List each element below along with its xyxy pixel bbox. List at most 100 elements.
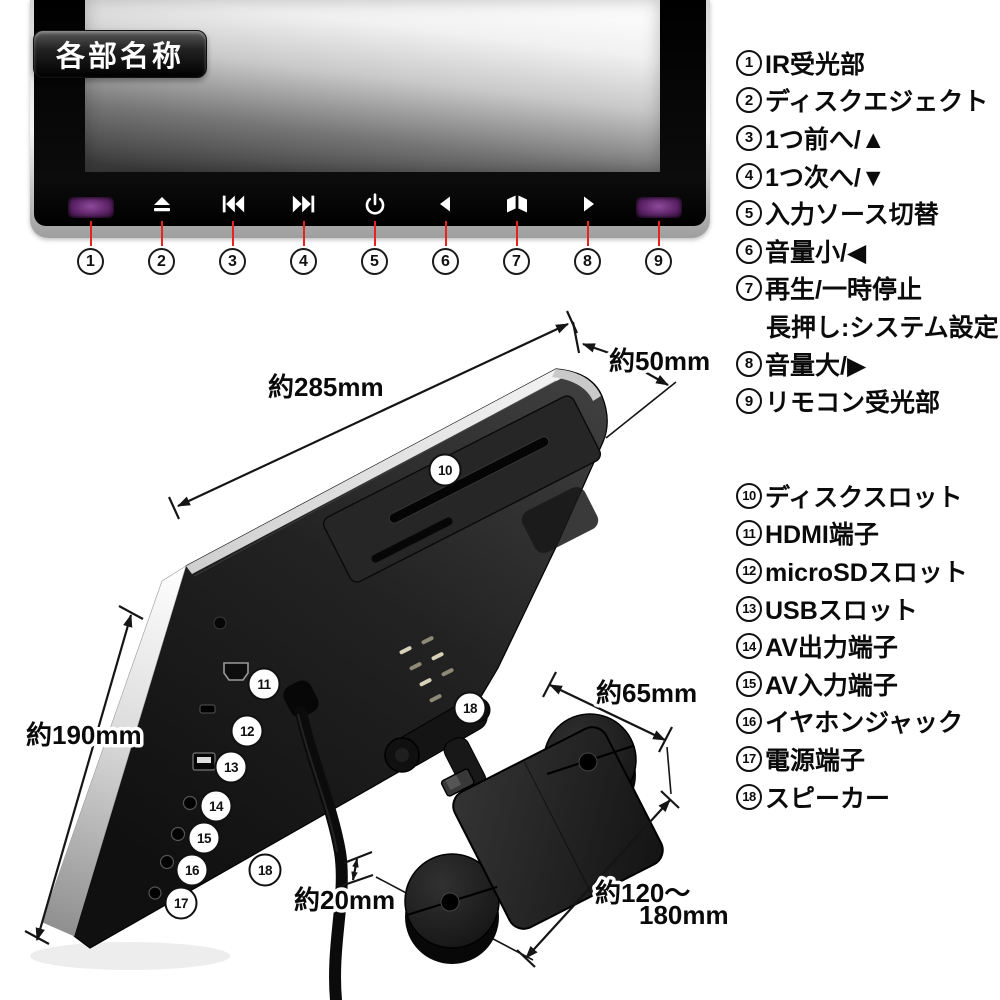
callout-2: 2: [148, 248, 175, 275]
ir-sensor-window-right: [636, 197, 682, 218]
callout-11: 11: [247, 667, 281, 701]
callout-18-left: 18: [248, 853, 282, 887]
dimension-range-1: 約120〜: [595, 878, 690, 908]
legend-label: IR受光部: [765, 50, 866, 79]
legend-item-subnote: 長押し:システム設定: [736, 307, 999, 345]
dimension-bracket-width: 約65mm: [596, 678, 697, 708]
svg-text:18: 18: [463, 701, 478, 716]
svg-text:16: 16: [185, 863, 200, 878]
previous-track-icon: [220, 192, 246, 218]
circled-number: 10: [736, 482, 762, 509]
svg-text:15: 15: [197, 831, 212, 846]
circled-number: 4: [736, 162, 762, 189]
ground-shadow: [30, 942, 230, 970]
legend-label: 電源端子: [765, 746, 866, 775]
av-in-jack: [170, 826, 186, 842]
circled-number: 18: [736, 783, 762, 810]
circled-number: 12: [736, 557, 762, 584]
legend-label: microSDスロット: [765, 558, 968, 587]
callout-8: 8: [574, 248, 601, 275]
callout-13: 13: [214, 750, 248, 784]
usb-tongue: [197, 757, 211, 763]
circled-number: 17: [736, 745, 762, 772]
legend-label: ディスクスロット: [765, 483, 963, 512]
headrest-bracket: [404, 713, 664, 964]
svg-text:17: 17: [174, 896, 188, 911]
rear-view-diagram: 約285mm 約50mm 約190mm 約65mm 約120〜 180mm 約2…: [23, 310, 732, 1000]
legend-label: AV入力端子: [765, 671, 898, 700]
circled-number: 9: [736, 388, 762, 415]
right-arrow-icon: [575, 192, 601, 218]
monitor-screen: [85, 0, 660, 172]
callout-7: 7: [503, 248, 530, 275]
svg-text:18: 18: [258, 863, 273, 878]
callout-3: 3: [219, 248, 246, 275]
ir-sensor-window-left: [68, 197, 114, 218]
svg-text:13: 13: [224, 760, 239, 775]
legend-label: 1つ前へ/▲: [765, 125, 886, 154]
legend-label: イヤホンジャック: [765, 709, 964, 738]
legend-label: HDMI端子: [765, 521, 879, 550]
circled-number: 14: [736, 633, 762, 660]
circled-number: 6: [736, 237, 762, 264]
legend-label: USBスロット: [765, 596, 918, 625]
legend-label: スピーカー: [765, 784, 891, 813]
circled-number: 7: [736, 275, 762, 302]
callout-15: 15: [187, 821, 221, 855]
clamp-hole: [578, 752, 598, 772]
callout-6: 6: [432, 248, 459, 275]
callout-10: 10: [428, 453, 462, 487]
dimension-annotations: 約285mm 約50mm 約190mm 約65mm 約120〜 180mm 約2…: [23, 310, 732, 968]
power-jack: [148, 886, 162, 900]
play-pause-icon: [504, 192, 530, 218]
power-icon: [362, 192, 388, 218]
legend-label: 入力ソース切替: [765, 201, 939, 230]
eject-icon: [149, 192, 175, 218]
callout-18-right: 18: [453, 691, 487, 725]
clamp-hole: [440, 892, 460, 912]
legend-label: AV出力端子: [765, 634, 898, 663]
callout-9: 9: [645, 248, 672, 275]
next-track-icon: [291, 192, 317, 218]
svg-text:14: 14: [209, 799, 224, 814]
circled-number: 8: [736, 350, 762, 377]
left-arrow-icon: [433, 192, 459, 218]
legend-label: 長押し:システム設定: [766, 313, 999, 342]
screw-hole: [213, 616, 227, 630]
legend-label: 音量小/◀: [765, 238, 867, 267]
callout-4: 4: [290, 248, 317, 275]
circled-number: 11: [736, 520, 762, 547]
dimension-width: 約285mm: [268, 372, 384, 402]
circled-number: 13: [736, 595, 762, 622]
callout-17: 17: [164, 886, 198, 920]
callout-12: 12: [230, 714, 264, 748]
dimension-depth: 約50mm: [609, 346, 710, 376]
microsd-slot: [199, 704, 216, 714]
circled-number: 15: [736, 670, 762, 697]
svg-text:12: 12: [240, 724, 254, 739]
callout-5: 5: [361, 248, 388, 275]
circled-number: 3: [736, 124, 762, 151]
svg-text:11: 11: [257, 677, 271, 692]
circled-number: 2: [736, 87, 762, 114]
earphone-jack: [159, 854, 175, 870]
legend-label: 再生/一時停止: [765, 276, 922, 305]
